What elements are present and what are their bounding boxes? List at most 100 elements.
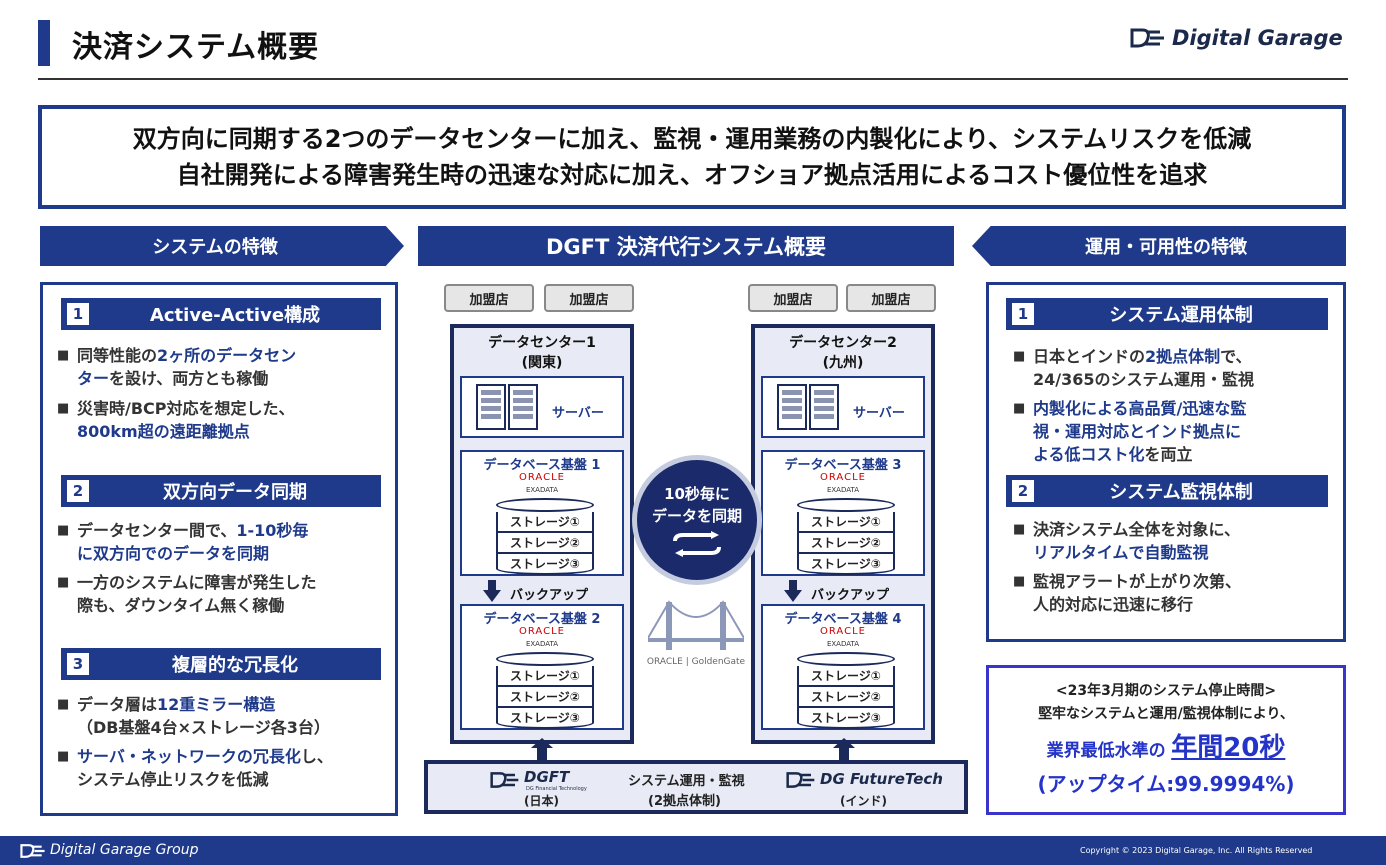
cylinder-top <box>496 652 594 666</box>
feature-1-header: 1 Active-Active構成 <box>61 298 381 330</box>
backup-arrow-icon <box>483 590 501 602</box>
futuretech-logo-icon <box>786 772 815 788</box>
text: を両立 <box>1144 445 1193 464</box>
dc1-database-2: データベース基盤 2 ORACLE EXADATA ストレージ① ストレージ② … <box>460 604 624 730</box>
highlight: サーバ・ネットワークの冗長化 <box>77 747 301 766</box>
ops-up-arrow-icon <box>531 738 553 748</box>
highlight: 1-10秒毎 <box>236 521 309 540</box>
exadata-label: EXADATA <box>525 486 559 494</box>
backup-label: バックアップ <box>510 588 589 603</box>
highlight: ター <box>77 369 110 388</box>
storage-3: ストレージ③ <box>797 554 895 575</box>
highlight: 視・運用対応とインド拠点に <box>1033 422 1242 441</box>
highlight: 内製化による高品質/迅速な監 <box>1033 399 1247 418</box>
exadata-label: EXADATA <box>826 486 860 494</box>
backup-label: バックアップ <box>811 588 890 603</box>
ops-feature-1-title: システム運用体制 <box>1109 305 1253 326</box>
cylinder-top <box>496 498 594 512</box>
storage-cylinder: ストレージ① ストレージ② ストレージ③ <box>496 652 594 729</box>
storage-1: ストレージ① <box>496 512 594 533</box>
oracle-logo: ORACLE <box>820 472 866 483</box>
storage-1: ストレージ① <box>797 512 895 533</box>
downtime-value-row: 業界最低水準の 年間20秒 <box>989 727 1343 764</box>
server-rack-icon <box>777 384 839 430</box>
text: データセンター間で、 <box>77 521 237 540</box>
digital-garage-logo: Digital Garage <box>1130 26 1343 50</box>
storage-3: ストレージ③ <box>496 554 594 575</box>
storage-cylinder: ストレージ① ストレージ② ストレージ③ <box>797 652 895 729</box>
cylinder-top <box>797 652 895 666</box>
downtime-value: 年間20秒 <box>1171 733 1286 763</box>
database-title: データベース基盤 2 <box>483 612 601 627</box>
storage-2: ストレージ② <box>496 533 594 554</box>
feature-2-number: 2 <box>67 480 89 502</box>
merchant-box: 加盟店 <box>544 284 634 312</box>
highlight: 12重ミラー構造 <box>157 695 276 714</box>
dc2-database-3: データベース基盤 3 ORACLE EXADATA ストレージ① ストレージ② … <box>761 450 925 576</box>
futuretech-location: (インド) <box>840 794 887 808</box>
footer: Digital Garage Group Copyright © 2023 Di… <box>0 836 1386 865</box>
storage-2: ストレージ② <box>797 687 895 708</box>
database-title: データベース基盤 1 <box>483 458 601 473</box>
text: 際も、ダウンタイム無く稼働 <box>77 596 285 615</box>
ops-feature-1-number: 1 <box>1012 303 1034 325</box>
downtime-box: <23年3月期のシステム停止時間> 堅牢なシステムと運用/監視体制により、 業界… <box>986 665 1346 815</box>
ops-feature-2-header: 2 システム監視体制 <box>1006 475 1328 507</box>
key-message-box: 双方向に同期する2つのデータセンターに加え、監視・運用業務の内製化により、システ… <box>38 105 1346 209</box>
oracle-logo: ORACLE <box>519 472 565 483</box>
sync-text-2: データを同期 <box>651 507 742 525</box>
merchant-box: 加盟店 <box>846 284 936 312</box>
highlight: 800km超の遠距離拠点 <box>77 422 250 441</box>
ops-up-arrow-icon <box>833 738 855 748</box>
storage-cylinder: ストレージ① ストレージ② ストレージ③ <box>496 498 594 575</box>
ops-feature-1-header: 1 システム運用体制 <box>1006 298 1328 330</box>
feature-1-title: Active-Active構成 <box>149 305 321 326</box>
database-title: データベース基盤 3 <box>784 458 902 473</box>
dc2-server-box: サーバー <box>761 376 925 438</box>
text: （DB基盤4台×ストレージ各3台） <box>77 718 330 737</box>
database-title: データベース基盤 4 <box>784 612 902 627</box>
feature-2-title: 双方向データ同期 <box>163 482 307 503</box>
logo-text: Digital Garage <box>1172 26 1343 50</box>
page-title: 決済システム概要 <box>72 30 320 65</box>
header-divider <box>38 78 1348 80</box>
downtime-subtitle: 堅牢なシステムと運用/監視体制により、 <box>1038 706 1294 722</box>
operations-features-header: 運用・可用性の特徴 <box>972 226 1346 266</box>
dc1-location: (関東) <box>521 355 563 371</box>
highlight: リアルタイムで自動監視 <box>1033 543 1209 562</box>
merchant-box: 加盟店 <box>444 284 534 312</box>
text: データ層は <box>77 695 158 714</box>
ops-feature-2-title: システム監視体制 <box>1109 482 1253 503</box>
dc1-database-1: データベース基盤 1 ORACLE EXADATA ストレージ① ストレージ② … <box>460 450 624 576</box>
dc2-location: (九州) <box>822 355 864 371</box>
key-message-line-1: 双方向に同期する2つのデータセンターに加え、監視・運用業務の内製化により、システ… <box>132 125 1252 153</box>
footer-copyright: Copyright © 2023 Digital Garage, Inc. Al… <box>1080 846 1313 855</box>
feature-1-number: 1 <box>67 303 89 325</box>
text: 監視アラートが上がり次第、 <box>1033 572 1242 591</box>
backup-arrow-icon <box>784 590 802 602</box>
feature-3-header: 3 複層的な冗長化 <box>61 648 381 680</box>
operations-bar: DGFT DG Financial Technology (日本) システム運用… <box>424 760 968 814</box>
storage-1: ストレージ① <box>496 666 594 687</box>
storage-2: ストレージ② <box>797 533 895 554</box>
key-message-line-2: 自社開発による障害発生時の迅速な対応に加え、オフショア拠点活用によるコスト優位性… <box>176 161 1208 189</box>
dgft-name: DGFT <box>524 768 570 786</box>
ops-arrow-stem <box>537 748 547 760</box>
text: 24/365のシステム運用・監視 <box>1033 370 1255 389</box>
storage-2: ストレージ② <box>496 687 594 708</box>
backup-arrow-stem <box>488 580 496 590</box>
downtime-title: <23年3月期のシステム停止時間> <box>1055 683 1277 699</box>
system-features-panel: 1 Active-Active構成 同等性能の2ヶ所のデータセンターを設け、両方… <box>40 282 398 816</box>
text: システム停止リスクを低減 <box>77 770 269 789</box>
storage-3: ストレージ③ <box>496 708 594 729</box>
feature-2-header: 2 双方向データ同期 <box>61 475 381 507</box>
ops-label-2: (2拠点体制) <box>648 794 721 809</box>
text: で、 <box>1220 347 1252 366</box>
sync-indicator: 10秒毎に データを同期 <box>632 455 762 585</box>
dc2-name: データセンター2 <box>789 335 897 351</box>
dgft-logo-icon <box>490 772 519 788</box>
highlight: 2拠点体制 <box>1145 347 1221 366</box>
ops-feature-1-bullet-1: 日本とインドの2拠点体制で、24/365のシステム運用・監視 <box>1013 345 1333 391</box>
